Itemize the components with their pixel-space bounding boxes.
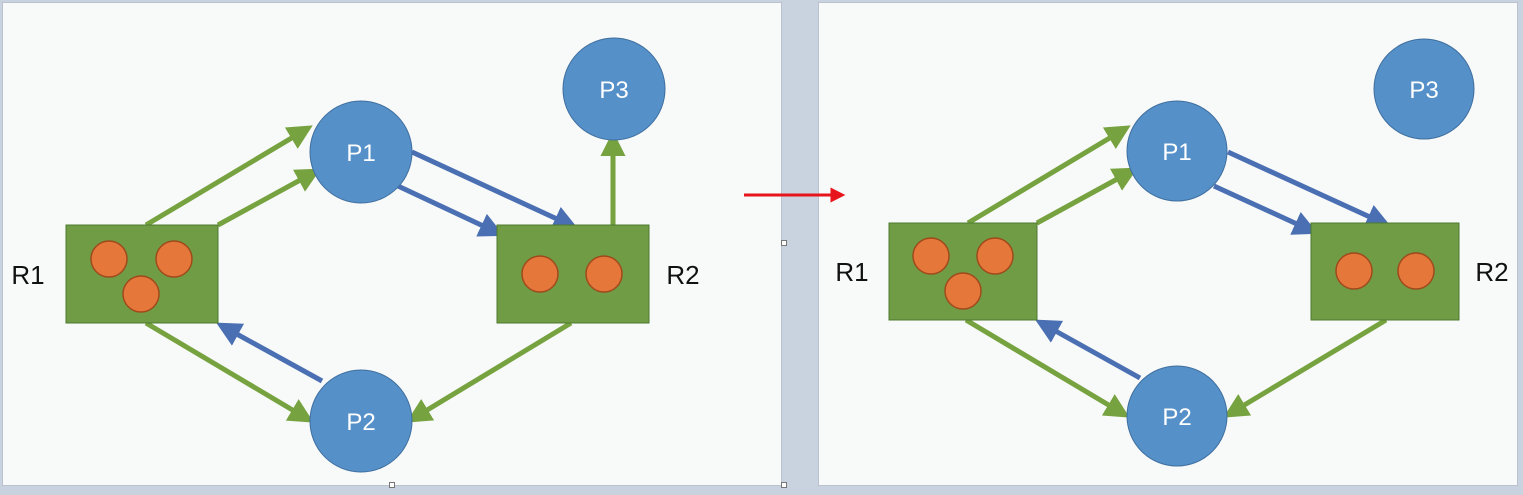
- resource-instance: [1335, 252, 1373, 290]
- edges: [144, 125, 626, 423]
- assign-edge-r1-p1: [144, 125, 313, 228]
- resource-instance: [976, 237, 1014, 275]
- request-edge-p1-r2: [410, 149, 579, 230]
- process-p3-node: [562, 37, 666, 141]
- assign-edge-r1-p2: [964, 317, 1130, 418]
- process-p2-node: [1126, 365, 1228, 467]
- resource-instance: [122, 275, 160, 313]
- process-p3-label: P3: [1409, 77, 1438, 104]
- assign-edge-r1-p1: [966, 125, 1131, 226]
- resource-r2-label: R2: [666, 260, 699, 290]
- process-p2-label: P2: [346, 409, 375, 436]
- diagram-after: P1 P2 P3 R1 R2: [835, 38, 1509, 467]
- request-edge-p2-r1: [216, 322, 324, 384]
- edges: [964, 125, 1392, 418]
- resource-r2-label: R2: [1475, 257, 1508, 287]
- resource-r2-box: [1310, 222, 1460, 321]
- selection-handle[interactable]: [389, 482, 395, 488]
- resource-r2-box: [496, 224, 650, 324]
- process-p1-label: P1: [346, 140, 375, 167]
- process-p1-node: [309, 100, 413, 204]
- resource-r1-label: R1: [11, 260, 44, 290]
- assign-edge-r1-p1: [216, 168, 321, 228]
- request-edge-p2-r1: [1035, 319, 1142, 381]
- assign-edge-r2-p2: [406, 320, 573, 423]
- assign-edge-r2-p2: [1223, 317, 1388, 418]
- request-edge-p1-r2: [1226, 149, 1392, 228]
- process-p3-label: P3: [599, 77, 628, 104]
- diagram-before: P1 P2 P3 R1 R2: [11, 37, 700, 473]
- assign-edge-r1-p1: [1035, 167, 1138, 226]
- process-p1-label: P1: [1162, 139, 1191, 166]
- resource-instance: [944, 272, 982, 310]
- process-p1-node: [1126, 100, 1228, 202]
- process-p2-node: [309, 369, 413, 473]
- process-p3-node: [1373, 38, 1475, 140]
- resource-instance: [585, 255, 623, 293]
- request-edge-p1-r2: [1212, 183, 1319, 235]
- resource-instance: [155, 240, 193, 278]
- assign-edge-r1-p2: [144, 320, 314, 423]
- selection-handle[interactable]: [781, 482, 787, 488]
- process-p2-label: P2: [1162, 404, 1191, 431]
- resource-instance: [1397, 252, 1435, 290]
- resource-instance: [521, 255, 559, 293]
- selection-handle[interactable]: [781, 240, 787, 246]
- request-edge-p1-r2: [396, 183, 505, 237]
- resource-r1-label: R1: [835, 257, 868, 287]
- resource-instance: [90, 240, 128, 278]
- resource-instance: [912, 237, 950, 275]
